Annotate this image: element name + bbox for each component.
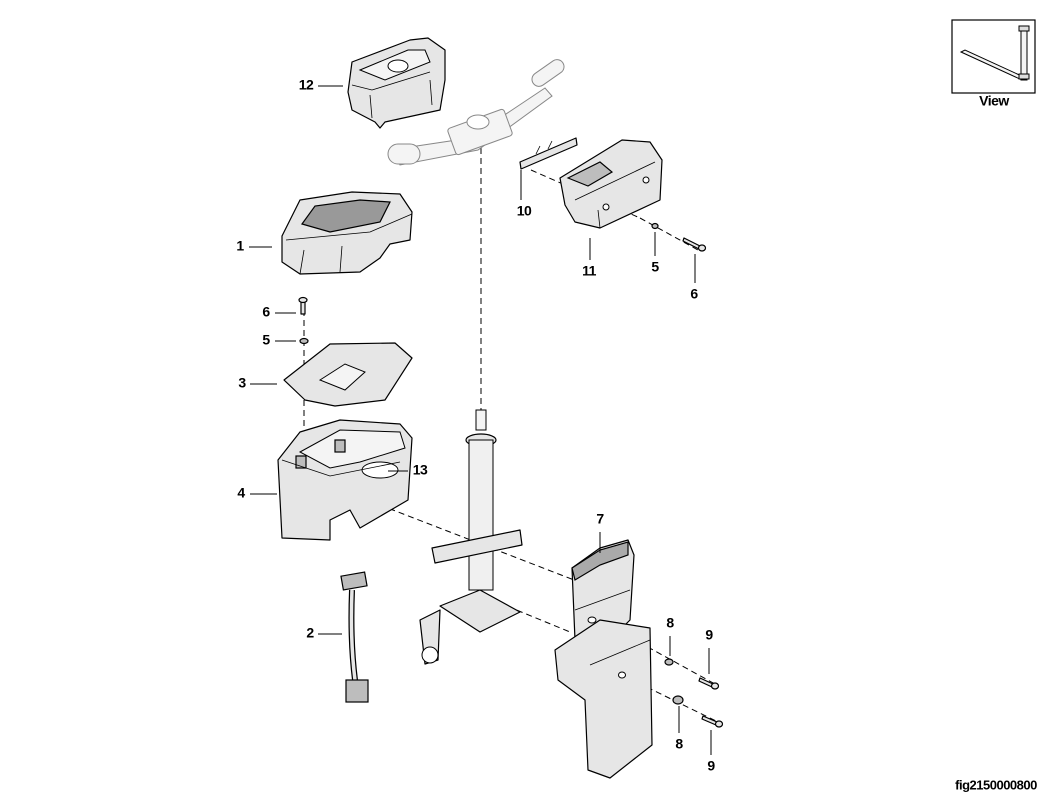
callout-6-left: 6 xyxy=(262,304,270,320)
leader-lines xyxy=(249,85,712,755)
callout-13: 13 xyxy=(413,462,428,478)
part-6-screw-right xyxy=(682,237,707,252)
callout-5-left: 5 xyxy=(262,332,270,348)
callout-8-lower: 8 xyxy=(675,736,683,752)
callout-11: 11 xyxy=(582,263,597,279)
callout-2: 2 xyxy=(306,625,314,641)
callout-12: 12 xyxy=(299,77,314,93)
callout-1: 1 xyxy=(236,238,244,254)
lever-switch-assembly xyxy=(387,59,565,166)
part-8-washer-lower xyxy=(672,695,684,705)
column-cover-lower xyxy=(554,619,653,779)
forklift-fork-icon xyxy=(959,25,1030,81)
part-8-washer-upper xyxy=(664,658,674,666)
part-4-lower-housing xyxy=(277,419,413,541)
part-5-washer-right xyxy=(651,222,659,230)
callout-4: 4 xyxy=(237,485,245,501)
part-5-washer-left xyxy=(299,337,309,345)
part-2-wiring-harness xyxy=(340,571,369,703)
part-11-switch-cover xyxy=(559,139,663,229)
callout-9-upper: 9 xyxy=(705,627,713,643)
part-3-mounting-plate xyxy=(283,342,413,407)
callout-labels: 12 1 10 11 5 6 6 5 3 4 13 7 2 8 9 8 9 xyxy=(236,77,716,774)
callout-5-right: 5 xyxy=(651,259,659,275)
steering-column xyxy=(419,409,523,665)
callout-10: 10 xyxy=(517,203,532,219)
figure-id: fig2150000800 xyxy=(955,777,1037,792)
callout-8-upper: 8 xyxy=(666,615,674,631)
part-9-screw-lower xyxy=(701,715,724,728)
part-9-screw-upper xyxy=(698,677,720,690)
callout-6-right: 6 xyxy=(690,286,698,302)
part-12-upper-cover xyxy=(347,37,446,129)
part-1-top-cover xyxy=(281,191,413,275)
part-6-screw-left xyxy=(298,296,308,315)
callout-7: 7 xyxy=(596,511,604,527)
callout-9-lower: 9 xyxy=(707,758,715,774)
view-inset: View xyxy=(951,19,1036,109)
view-label: View xyxy=(979,93,1009,109)
part-10-bracket xyxy=(519,137,578,170)
callout-3: 3 xyxy=(238,375,246,391)
